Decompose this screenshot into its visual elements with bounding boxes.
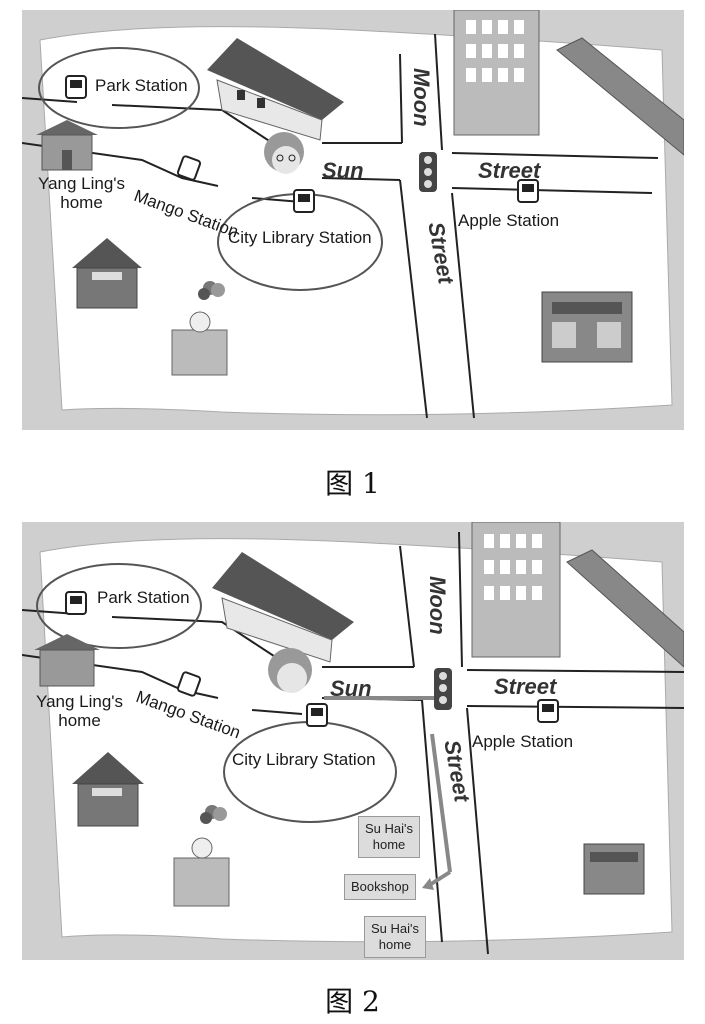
sun-street-label: Sun <box>330 676 372 701</box>
home-icon <box>36 120 98 171</box>
map-figure-2: Park Station Mango Station City Library … <box>22 522 684 960</box>
pencil-icon <box>556 37 684 156</box>
sun-street-label: Sun <box>322 158 364 183</box>
yang-ling-home-label: Yang Ling's home <box>36 692 124 730</box>
city-library-station-label: City Library Station <box>232 750 376 769</box>
train-icon <box>306 703 328 727</box>
train-icon <box>176 155 202 181</box>
sun-street-label-2: Street <box>494 674 557 699</box>
girl-face-icon <box>264 132 304 174</box>
cafe-icon <box>583 843 645 895</box>
moon-street-label: Moon <box>425 576 450 635</box>
home-icon <box>34 634 100 687</box>
park-station-label: Park Station <box>97 588 190 607</box>
city-library-station-label: City Library Station <box>228 228 372 247</box>
balloon-shop-icon <box>171 281 228 376</box>
sun-street-label-2: Street <box>478 158 541 183</box>
train-icon <box>176 671 202 697</box>
train-icon <box>293 189 315 213</box>
building-icon <box>453 10 540 136</box>
park-station-label: Park Station <box>95 76 188 95</box>
map-1-drawing <box>22 10 684 419</box>
cafe-icon <box>541 291 633 363</box>
girl-face-icon <box>268 648 312 693</box>
house-icon <box>212 552 354 663</box>
bookshop-sign: Bookshop <box>344 874 416 900</box>
moon-street-label: Moon <box>409 68 434 127</box>
school-icon <box>72 238 142 309</box>
traffic-light-icon <box>419 152 437 192</box>
school-icon <box>72 752 144 827</box>
park-station-circle <box>38 47 200 129</box>
apple-station-label: Apple Station <box>472 732 574 751</box>
house-icon <box>207 38 344 141</box>
train-icon <box>65 75 87 99</box>
train-icon <box>517 179 539 203</box>
balloon-shop-icon <box>173 805 230 907</box>
building-icon <box>471 522 561 658</box>
yang-ling-home-label: Yang Ling's home <box>38 174 126 212</box>
su-hai-home-sign-2: Su Hai's home <box>364 916 427 958</box>
train-icon <box>537 699 559 723</box>
figure-2-caption: 图 2 <box>325 985 380 1018</box>
train-icon <box>65 591 87 615</box>
su-hai-home-sign: Su Hai's home <box>358 816 421 858</box>
figure-1-caption: 图 1 <box>325 467 380 500</box>
pencil-icon <box>566 549 684 668</box>
apple-station-label: Apple Station <box>458 211 560 230</box>
map-figure-1: Park Station Mango Station City Library … <box>22 10 684 430</box>
traffic-light-icon <box>434 668 452 710</box>
map-2-drawing <box>22 522 684 955</box>
